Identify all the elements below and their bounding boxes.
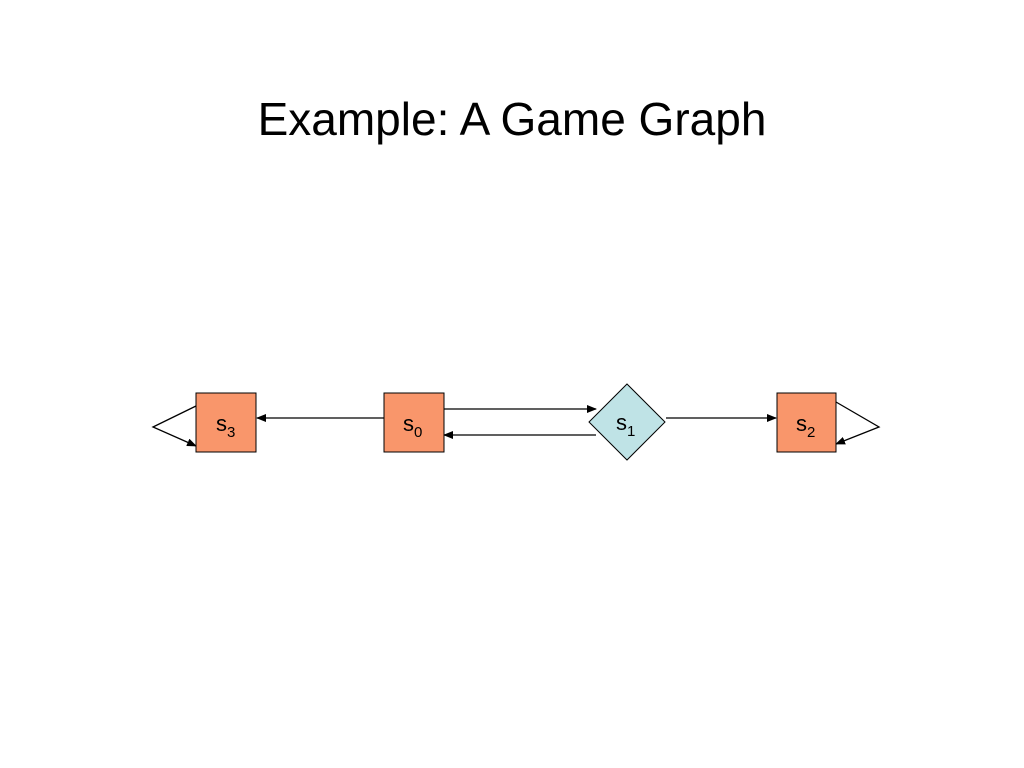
- node-s3-shape: [195, 392, 257, 453]
- node-s2-label: s2: [796, 411, 815, 441]
- node-s2: s2: [776, 392, 837, 453]
- edges: [151, 401, 881, 447]
- edge-s2-self-loop: [835, 401, 881, 445]
- slide-title: Example: A Game Graph: [257, 93, 767, 145]
- node-s1-shape: [588, 383, 666, 461]
- node-s0: s0: [383, 392, 445, 453]
- node-s0-label: s0: [403, 411, 422, 441]
- node-s3: s3: [195, 392, 257, 453]
- node-s1: s1: [588, 383, 666, 461]
- node-s3-label: s3: [216, 411, 235, 441]
- node-s0-shape: [383, 392, 445, 453]
- node-s2-shape: [776, 392, 837, 453]
- node-s1-label: s1: [616, 410, 635, 440]
- edge-s3-self-loop: [151, 405, 197, 447]
